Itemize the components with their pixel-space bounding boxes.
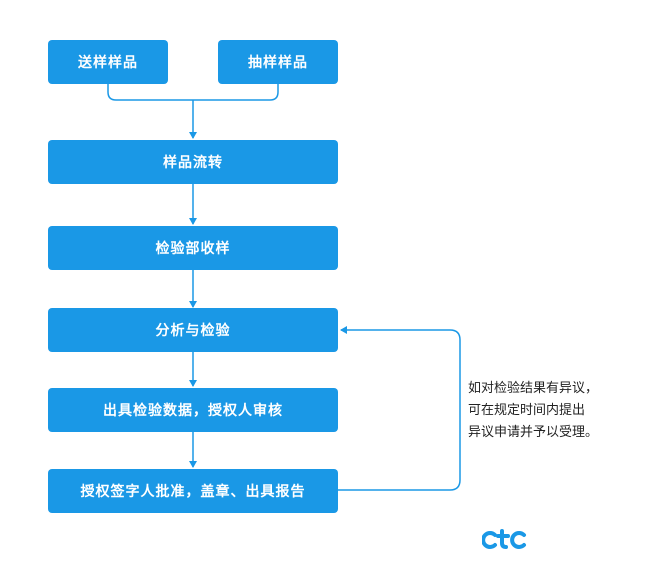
note-line-1: 如对检验结果有异议， <box>468 381 599 396</box>
feedback-loop-arrow <box>337 326 461 491</box>
step-sample-flow: 样品流转 <box>48 140 338 184</box>
step-draw-sample: 抽样样品 <box>218 40 338 84</box>
step-analysis: 分析与检验 <box>48 308 338 352</box>
step-send-sample: 送样样品 <box>48 40 168 84</box>
ctc-logo <box>482 529 526 549</box>
step-report-issue: 授权签字人批准，盖章、出具报告 <box>48 469 338 513</box>
step-data-review: 出具检验数据，授权人审核 <box>48 388 338 432</box>
step-lab-receive: 检验部收样 <box>48 226 338 270</box>
note-line-2: 可在规定时间内提出 <box>468 403 586 418</box>
objection-note: 如对检验结果有异议， 可在规定时间内提出 异议申请并予以受理。 <box>468 378 648 444</box>
merge-connector <box>107 84 279 101</box>
note-line-3: 异议申请并予以受理。 <box>468 425 599 440</box>
